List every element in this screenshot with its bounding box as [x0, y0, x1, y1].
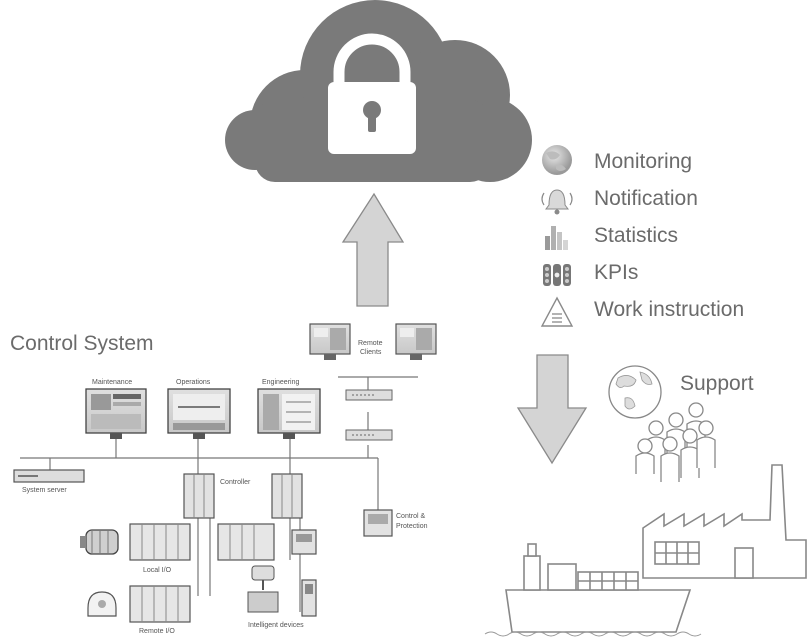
control-system-title: Control System — [10, 332, 154, 355]
feature-kpis: KPIs — [594, 261, 638, 284]
control-protection-relay — [363, 509, 393, 537]
controller-rack — [183, 473, 215, 519]
bell-icon — [541, 189, 573, 215]
remote-clients-label-2: Clients — [360, 349, 382, 356]
engineering-label: Engineering — [262, 379, 299, 386]
local-io-label: Local I/O — [143, 567, 172, 574]
network-lines — [20, 376, 418, 612]
io-rack — [217, 523, 275, 561]
bar-chart-icon — [545, 226, 568, 250]
feature-notification: Notification — [594, 187, 698, 210]
lock-icon — [328, 33, 416, 154]
sensor-icon — [87, 591, 117, 617]
local-io-rack — [129, 523, 191, 561]
remote-client-monitor — [309, 323, 351, 360]
globe-icon — [542, 145, 572, 175]
remote-client-monitor — [395, 323, 437, 360]
feature-work-instruction: Work instruction — [594, 298, 744, 321]
control-protection-label-2: Protection — [396, 523, 428, 530]
download-arrow — [516, 354, 588, 465]
remote-io-label: Remote I/O — [139, 628, 175, 635]
cloud-lock-icon — [225, 0, 532, 182]
operations-workstation — [167, 388, 231, 439]
feature-monitoring: Monitoring — [594, 150, 692, 173]
device-panel — [291, 529, 317, 555]
maintenance-label: Maintenance — [92, 379, 132, 386]
operations-label: Operations — [176, 379, 211, 386]
remote-io-rack — [129, 585, 191, 623]
upload-arrow — [341, 192, 405, 307]
traffic-light-icon — [543, 264, 571, 286]
ship-icon — [484, 543, 702, 637]
control-protection-label: Control & — [396, 513, 426, 520]
control-valve-icon — [247, 565, 279, 613]
controller-rack — [271, 473, 303, 519]
controller-label: Controller — [220, 479, 251, 486]
feature-statistics: Statistics — [594, 224, 678, 247]
system-server-label: System server — [22, 487, 67, 494]
system-server — [13, 469, 85, 483]
support-label: Support — [680, 372, 754, 395]
intelligent-devices-label: Intelligent devices — [248, 622, 304, 629]
warning-triangle-icon — [540, 296, 574, 327]
motor-icon — [80, 529, 119, 555]
engineering-workstation — [257, 388, 321, 439]
maintenance-workstation — [85, 388, 147, 439]
factory-icon — [642, 464, 807, 579]
people-globe-icon — [608, 365, 716, 482]
remote-clients-label: Remote — [358, 340, 383, 347]
transmitter-icon — [301, 579, 317, 617]
